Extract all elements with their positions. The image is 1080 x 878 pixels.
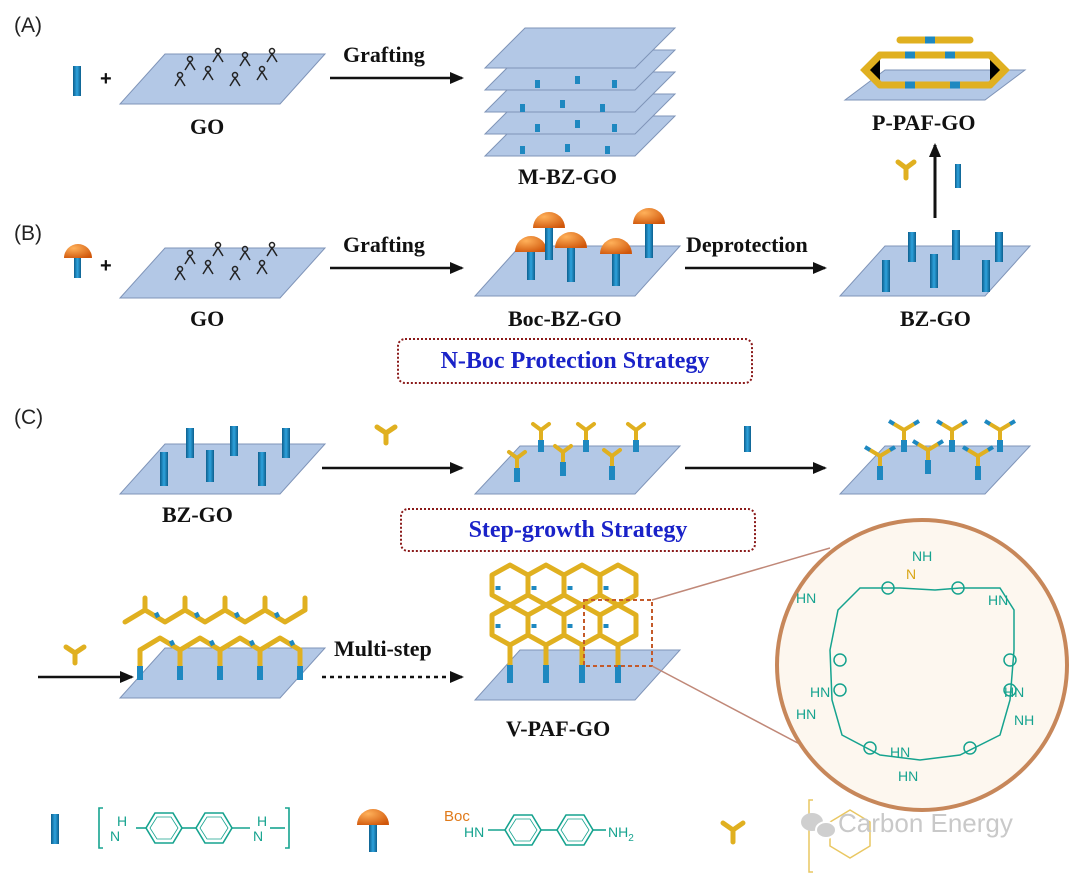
- legend-bz-structure: [98, 807, 290, 849]
- y-grafted: [507, 422, 646, 470]
- boc-rods: [515, 208, 665, 286]
- inset-hn-bottom-2: HN: [898, 768, 919, 784]
- legend-nh2: NH2: [608, 824, 634, 844]
- inset-structure: [775, 518, 1069, 812]
- rod-reagent-a: [73, 66, 81, 96]
- multi-step-label: Multi-step: [334, 636, 432, 661]
- legend-n-left: N: [110, 828, 121, 844]
- legend-n-right: N: [253, 828, 264, 844]
- inset-nh-top: NH: [912, 548, 933, 564]
- watermark-text: Carbon Energy: [838, 808, 1013, 838]
- p-paf-go-label: P-PAF-GO: [872, 110, 976, 135]
- row-c-bottom: [38, 547, 831, 761]
- row-b: [64, 208, 1032, 299]
- inset-hn-right-top: HN: [988, 592, 1009, 608]
- inset-hn-left-bottom: HN: [796, 706, 817, 722]
- bz-rods-b: [882, 230, 1003, 292]
- v-paf-go-plate: [473, 649, 682, 701]
- zoom-box: [583, 599, 653, 667]
- legend-y-icon: [720, 820, 746, 845]
- y-reagent-2: [63, 644, 87, 666]
- legend-h-left: H: [117, 813, 128, 829]
- inset-hn-bottom: HN: [890, 744, 911, 760]
- step-strategy-box: Step-growth Strategy: [400, 508, 756, 552]
- inset-hn-left-top: HN: [796, 590, 817, 606]
- m-bz-go-label: M-BZ-GO: [518, 164, 617, 189]
- vertical-network: [489, 562, 639, 665]
- rod-reagent-up: [955, 164, 961, 188]
- row-c-top: [118, 419, 1032, 495]
- functional-groups-b: [174, 241, 278, 281]
- wechat-icon: [801, 813, 837, 839]
- section-b-label: (B): [14, 222, 42, 245]
- rod-reagent-c: [744, 426, 751, 452]
- y-reagent-up: [895, 159, 917, 181]
- row-a: [73, 27, 1027, 218]
- functional-groups-a: [174, 47, 278, 87]
- legend-hn: HN: [464, 824, 485, 840]
- bz-go-label-b: BZ-GO: [900, 306, 971, 331]
- watermark: Carbon Energy: [800, 808, 1013, 839]
- y-rod-grafted: [868, 422, 1012, 468]
- plus-b: +: [100, 255, 112, 277]
- inset-n-top: N: [906, 566, 917, 582]
- deprotection-label: Deprotection: [686, 232, 808, 257]
- v-paf-go-label: V-PAF-GO: [506, 716, 611, 741]
- grafting-label-b: Grafting: [343, 232, 425, 257]
- zoom-line-top: [651, 547, 831, 601]
- bz-go-label-c: BZ-GO: [162, 502, 233, 527]
- boc-bz-go-label: Boc-BZ-GO: [508, 306, 622, 331]
- y-reagent-1: [374, 424, 398, 446]
- legend-boc-text: Boc: [444, 808, 470, 825]
- grafting-label-a: Grafting: [343, 42, 425, 67]
- legend-h-right: H: [257, 813, 268, 829]
- legend-boc-structure: [488, 814, 606, 846]
- go-label-b: GO: [190, 306, 225, 331]
- section-c-label: (C): [14, 406, 44, 429]
- legend-rod-icon: [51, 814, 59, 844]
- boc-strategy-box: N-Boc Protection Strategy: [397, 338, 753, 384]
- bz-go-plate-c: [118, 443, 327, 495]
- legend-boc-rod-icon: [357, 809, 389, 852]
- boc-rod-reagent: [64, 244, 92, 278]
- plus-a: +: [100, 68, 112, 90]
- inset-nh-right-bottom: NH: [1014, 712, 1035, 728]
- y-rod-plate: [838, 445, 1032, 495]
- inset-hn-left-mid: HN: [810, 684, 831, 700]
- bz-rods-c: [160, 426, 290, 486]
- m-bz-go-stack: [483, 27, 677, 157]
- p-paf-go-plate: [843, 36, 1027, 101]
- inset-hn-right-mid: HN: [1004, 684, 1025, 700]
- y-plate: [473, 445, 682, 495]
- section-a-label: (A): [14, 14, 42, 37]
- go-label-a: GO: [190, 114, 225, 139]
- legend: [51, 799, 871, 873]
